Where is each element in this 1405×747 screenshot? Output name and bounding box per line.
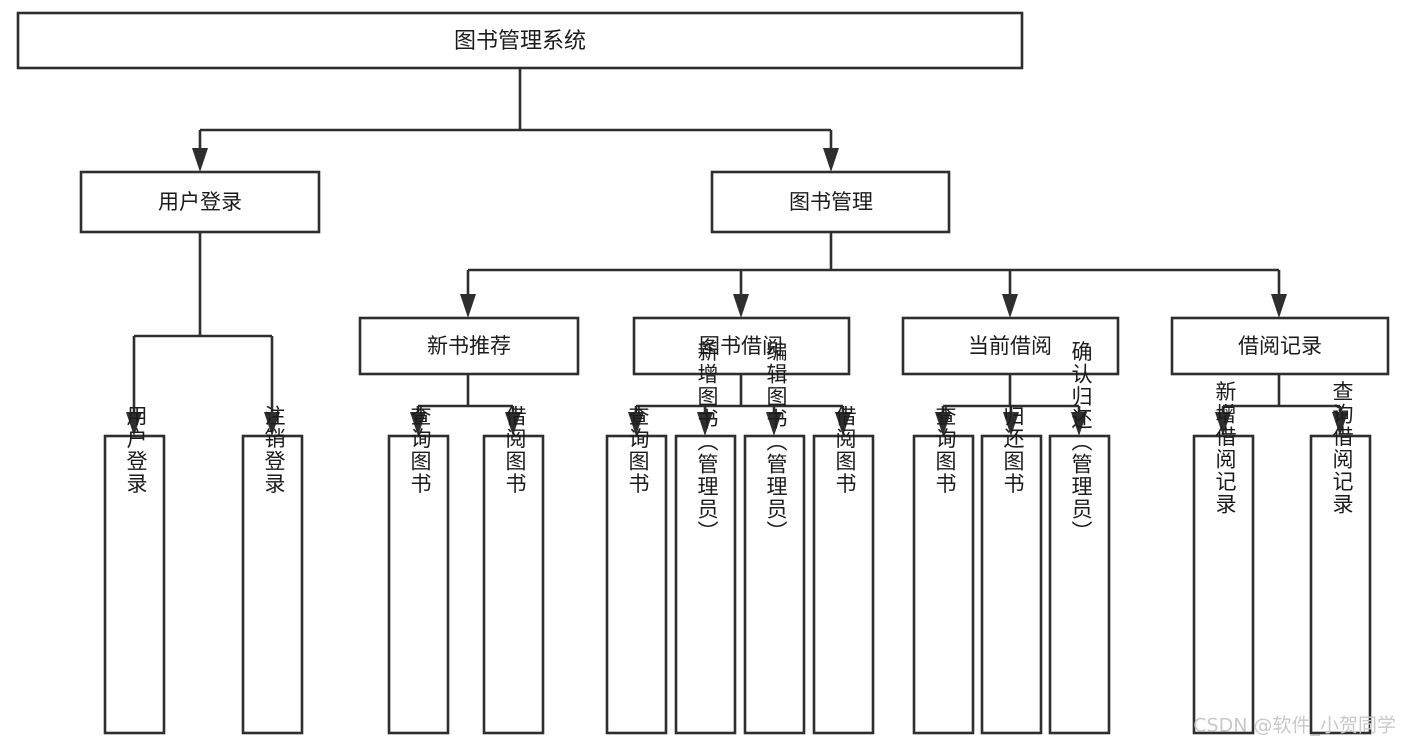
node-leaf-query-record-label: 查询借阅记录 — [1330, 381, 1354, 516]
node-borrow-record-label: 借阅记录 — [1238, 334, 1322, 358]
node-leaf-user-login-box[interactable] — [103, 434, 166, 735]
node-leaf-add-record[interactable]: 新增借阅记录 — [1192, 381, 1255, 735]
csdn-watermark: CSDN @软件_小贺同学 — [1193, 715, 1396, 737]
node-leaf-confirm-return[interactable]: 确认归还（管理员） — [1048, 341, 1111, 735]
arrowhead-to-leaf-query-book-rec — [410, 412, 426, 436]
node-leaf-user-logout-label: 注销登录 — [262, 405, 286, 495]
connector-book-borrow-trunk — [634, 374, 845, 424]
node-leaf-user-logout-box[interactable] — [241, 434, 304, 735]
node-book-borrow-box[interactable] — [632, 316, 851, 376]
connector-book-manage-trunk — [466, 232, 1281, 306]
arrowhead-to-leaf-borrow-book — [835, 412, 851, 436]
node-leaf-query-record[interactable]: 查询借阅记录 — [1309, 381, 1372, 735]
node-leaf-user-logout[interactable]: 注销登录 — [241, 405, 304, 735]
connectors-layer — [126, 68, 1348, 436]
node-book-manage-box[interactable] — [710, 170, 951, 234]
node-book-manage[interactable]: 图书管理 — [710, 170, 951, 234]
node-leaf-query-book-cur-label: 查询图书 — [933, 405, 957, 495]
arrowhead-to-leaf-query-record — [1332, 412, 1348, 436]
arrowhead-to-leaf-edit-book — [766, 412, 782, 436]
node-user-login-box[interactable] — [79, 170, 321, 234]
arrowhead-to-leaf-confirm-return — [1071, 412, 1087, 436]
node-leaf-borrow-book-rec-box[interactable] — [482, 434, 545, 735]
node-leaf-user-login[interactable]: 用户登录 — [103, 405, 166, 735]
node-user-login-label: 用户登录 — [158, 190, 242, 214]
node-leaf-add-record-box[interactable] — [1192, 434, 1255, 735]
arrowhead-to-book-borrow — [733, 294, 749, 318]
node-leaf-borrow-book-box[interactable] — [812, 434, 875, 735]
connector-root-trunk — [198, 68, 833, 160]
node-current-borrow[interactable]: 当前借阅 — [901, 316, 1120, 376]
node-current-borrow-box[interactable] — [901, 316, 1120, 376]
node-leaf-edit-book-label: 编辑图书（管理员） — [764, 341, 788, 544]
arrowhead-to-leaf-add-record — [1215, 412, 1231, 436]
node-leaf-add-book-box[interactable] — [674, 434, 737, 735]
node-leaf-edit-book-box[interactable] — [743, 434, 806, 735]
connector-user-login-trunk — [132, 232, 274, 424]
arrowhead-to-borrow-record — [1271, 294, 1287, 318]
node-borrow-record[interactable]: 借阅记录 — [1170, 316, 1390, 376]
arrowhead-to-leaf-add-book — [697, 412, 713, 436]
node-leaf-user-login-label: 用户登录 — [124, 405, 148, 495]
node-leaf-confirm-return-label: 确认归还（管理员） — [1069, 341, 1093, 544]
arrowhead-to-leaf-borrow-book-rec — [505, 412, 521, 436]
node-leaf-query-book[interactable]: 查询图书 — [605, 405, 668, 735]
arrowhead-to-new-book-rec — [460, 294, 476, 318]
node-leaf-return-book-label: 归还图书 — [1001, 405, 1025, 495]
node-leaf-query-book-cur-box[interactable] — [912, 434, 975, 735]
node-new-book-rec-box[interactable] — [358, 316, 580, 376]
node-user-login[interactable]: 用户登录 — [79, 170, 321, 234]
node-book-manage-label: 图书管理 — [789, 190, 873, 214]
node-leaf-add-book-label: 新增图书（管理员） — [695, 341, 719, 544]
node-leaf-borrow-book[interactable]: 借阅图书 — [812, 405, 875, 735]
node-leaf-add-record-label: 新增借阅记录 — [1213, 381, 1237, 516]
arrowhead-to-book-manage — [823, 148, 839, 172]
node-borrow-record-box[interactable] — [1170, 316, 1390, 376]
node-book-borrow[interactable]: 图书借阅 — [632, 316, 851, 376]
arrowhead-to-leaf-user-logout — [264, 412, 280, 436]
arrowhead-to-leaf-query-book-cur — [935, 412, 951, 436]
node-leaf-query-book-label: 查询图书 — [626, 405, 650, 495]
node-leaf-return-book[interactable]: 归还图书 — [980, 405, 1043, 735]
node-root-label: 图书管理系统 — [454, 29, 586, 54]
connector-borrow-record-trunk — [1221, 374, 1342, 424]
node-current-borrow-label: 当前借阅 — [968, 334, 1052, 358]
node-leaf-return-book-box[interactable] — [980, 434, 1043, 735]
node-leaf-query-record-box[interactable] — [1309, 434, 1372, 735]
node-leaf-borrow-book-label: 借阅图书 — [833, 405, 857, 495]
node-new-book-rec-label: 新书推荐 — [427, 334, 511, 358]
node-leaf-query-book-rec[interactable]: 查询图书 — [387, 405, 450, 735]
node-root[interactable]: 图书管理系统 — [16, 11, 1024, 70]
node-leaf-query-book-rec-label: 查询图书 — [408, 405, 432, 495]
arrowhead-to-user-login — [192, 148, 208, 172]
node-leaf-edit-book[interactable]: 编辑图书（管理员） — [743, 341, 806, 735]
node-leaf-confirm-return-box[interactable] — [1048, 434, 1111, 735]
node-leaf-borrow-book-rec-label: 借阅图书 — [503, 405, 527, 495]
node-root-box[interactable] — [16, 11, 1024, 70]
node-leaf-query-book-rec-box[interactable] — [387, 434, 450, 735]
node-leaf-query-book-cur[interactable]: 查询图书 — [912, 405, 975, 735]
connector-new-book-rec-trunk — [416, 374, 515, 424]
arrowhead-to-leaf-query-book — [628, 412, 644, 436]
node-leaf-add-book[interactable]: 新增图书（管理员） — [674, 341, 737, 735]
node-book-borrow-label: 图书借阅 — [699, 334, 783, 358]
arrowhead-to-current-borrow — [1002, 294, 1018, 318]
arrowhead-to-leaf-user-login — [126, 412, 142, 436]
node-leaf-borrow-book-rec[interactable]: 借阅图书 — [482, 405, 545, 735]
arrowhead-to-leaf-return-book — [1003, 412, 1019, 436]
node-new-book-rec[interactable]: 新书推荐 — [358, 316, 580, 376]
node-leaf-query-book-box[interactable] — [605, 434, 668, 735]
